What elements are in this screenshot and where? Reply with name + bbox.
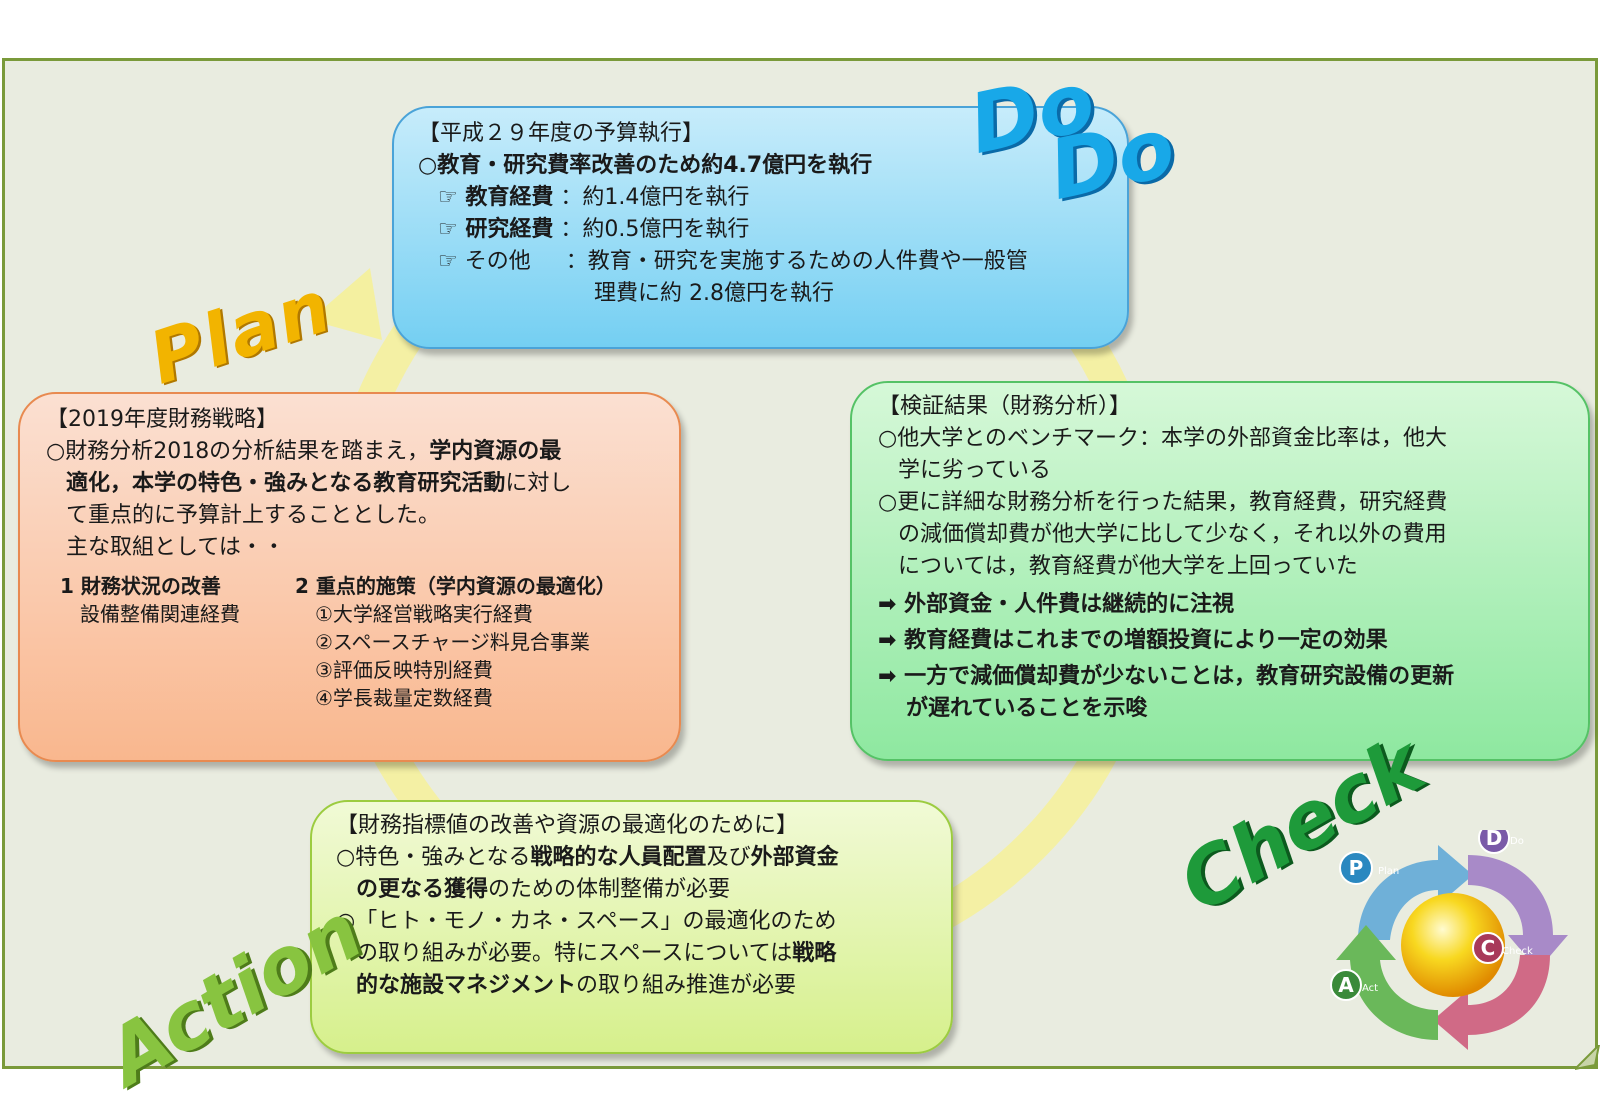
cycle-arrowhead (310, 268, 382, 340)
pdca-p-letter: P (1349, 856, 1364, 880)
action-text-1c: 及び (706, 845, 751, 870)
action-heading: 【財務指標値の改善や資源の最適化のために】 (336, 813, 799, 838)
check-conclusion-1: ➡ 外部資金・人件費は継続的に注視 (878, 592, 1235, 617)
action-text-4b: 戦略 (792, 941, 837, 966)
page-fold-corner (1575, 1045, 1601, 1071)
action-text-2b: のための体制整備が必要 (488, 877, 731, 902)
plan-text-1b: 学内資源の最 (429, 439, 562, 464)
check-conclusion-2: ➡ 教育経費はこれまでの増額投資により一定の効果 (878, 628, 1388, 653)
action-text-5b: の取り組み推進が必要 (576, 973, 797, 998)
do-arrow (1468, 855, 1568, 970)
do-item-education: ☞ 教育経費 ：約1.4億円を執行 (418, 182, 1103, 214)
check-heading: 【検証結果（財務分析）】 (878, 394, 1132, 419)
pdca-a-word: Act (1362, 983, 1378, 994)
act-arrow (1336, 925, 1438, 1040)
pdca-center-sphere (1401, 893, 1505, 997)
action-text-4a: の取り組みが必要。特にスペースについては (356, 941, 793, 966)
action-text-1b: 戦略的な人員配置 (530, 845, 707, 870)
do-item-other-text: ：教育・研究を実施するための人件費や一般管 (565, 249, 1028, 274)
plan-text-3: て重点的に予算計上することとした。 (66, 503, 441, 528)
do-item-education-text: ：約1.4億円を執行 (560, 185, 750, 210)
plan-text-1a: ○財務分析2018の分析結果を踏まえ， (46, 439, 430, 464)
action-text-5a: 的な施設マネジメント (356, 973, 577, 998)
check-text-1b: 学に劣っている (898, 458, 1051, 483)
plan-initiatives: 1 財務状況の改善 設備整備関連経費 2 重点的施策（学内資源の最適化） ①大学… (46, 572, 653, 712)
do-item-research-label: ☞ 研究経費 (438, 217, 554, 242)
do-heading: 【平成２９年度の予算執行】 (418, 121, 705, 146)
plan-col2-item: ②スペースチャージ料見合事業 (315, 630, 590, 654)
do-item-other: ☞ その他 ：教育・研究を実施するための人件費や一般管 (418, 246, 1103, 278)
check-text-2b: の減価償却費が他大学に比して少なく，それ以外の費用 (898, 522, 1447, 547)
plan-col2-title: 2 重点的施策（学内資源の最適化） (295, 574, 616, 598)
pdca-c-letter: C (1481, 936, 1496, 960)
check-text-1a: ○他大学とのベンチマーク：本学の外部資金比率は，他大 (878, 426, 1447, 451)
plan-col1-item: 設備整備関連経費 (80, 602, 240, 626)
do-summary: ○教育・研究費率改善のため約4.7億円を執行 (418, 153, 873, 178)
action-text-1d: 外部資金 (750, 845, 839, 870)
pdca-d-letter: D (1486, 830, 1503, 850)
check-text-2c: については，教育経費が他大学を上回っていた (898, 554, 1358, 579)
pdca-d-word: Do (1510, 836, 1524, 847)
action-text-3: ○「ヒト・モノ・カネ・スペース」の最適化のため (336, 909, 837, 934)
plan-col2-item: ③評価反映特別経費 (315, 658, 493, 682)
plan-arrow (1358, 845, 1473, 940)
check-text-2a: ○更に詳細な財務分析を行った結果，教育経費，研究経費 (878, 490, 1448, 515)
action-text-2a: の更なる獲得 (356, 877, 489, 902)
plan-col2-item: ①大学経営戦略実行経費 (315, 602, 533, 626)
do-item-research: ☞ 研究経費 ：約0.5億円を執行 (418, 214, 1103, 246)
action-box: 【財務指標値の改善や資源の最適化のために】 ○特色・強みとなる戦略的な人員配置及… (310, 800, 953, 1054)
plan-col1-title: 1 財務状況の改善 (60, 574, 221, 598)
pdca-a-letter: A (1338, 973, 1354, 997)
action-text-1a: ○特色・強みとなる (336, 845, 531, 870)
check-box: 【検証結果（財務分析）】 ○他大学とのベンチマーク：本学の外部資金比率は，他大 … (850, 381, 1590, 761)
plan-text-2b: に対し (505, 471, 572, 496)
plan-heading: 【2019年度財務戦略】 (46, 407, 278, 432)
check-conclusion-3b: が遅れていることを示唆 (906, 696, 1148, 721)
pdca-cycle-logo: P Plan D Do C Check A Act (1330, 830, 1568, 1050)
do-item-other-cont: 理費に約 2.8億円を執行 (594, 281, 834, 306)
plan-box: 【2019年度財務戦略】 ○財務分析2018の分析結果を踏まえ，学内資源の最 適… (18, 392, 681, 762)
pdca-p-word: Plan (1378, 866, 1399, 877)
do-box: 【平成２９年度の予算執行】 ○教育・研究費率改善のため約4.7億円を執行 ☞ 教… (392, 106, 1129, 349)
plan-text-2a: 適化，本学の特色・強みとなる教育研究活動 (66, 471, 506, 496)
do-item-education-label: ☞ 教育経費 (438, 185, 554, 210)
plan-col2-item: ④学長裁量定数経費 (315, 686, 493, 710)
check-conclusion-3: ➡ 一方で減価償却費が少ないことは，教育研究設備の更新 (878, 664, 1455, 689)
do-item-research-text: ：約0.5億円を執行 (560, 217, 750, 242)
pdca-c-word: Check (1502, 946, 1533, 957)
plan-text-4: 主な取組としては・・ (66, 535, 285, 560)
do-item-other-label: ☞ その他 (438, 249, 531, 274)
check-arrow (1433, 955, 1550, 1050)
